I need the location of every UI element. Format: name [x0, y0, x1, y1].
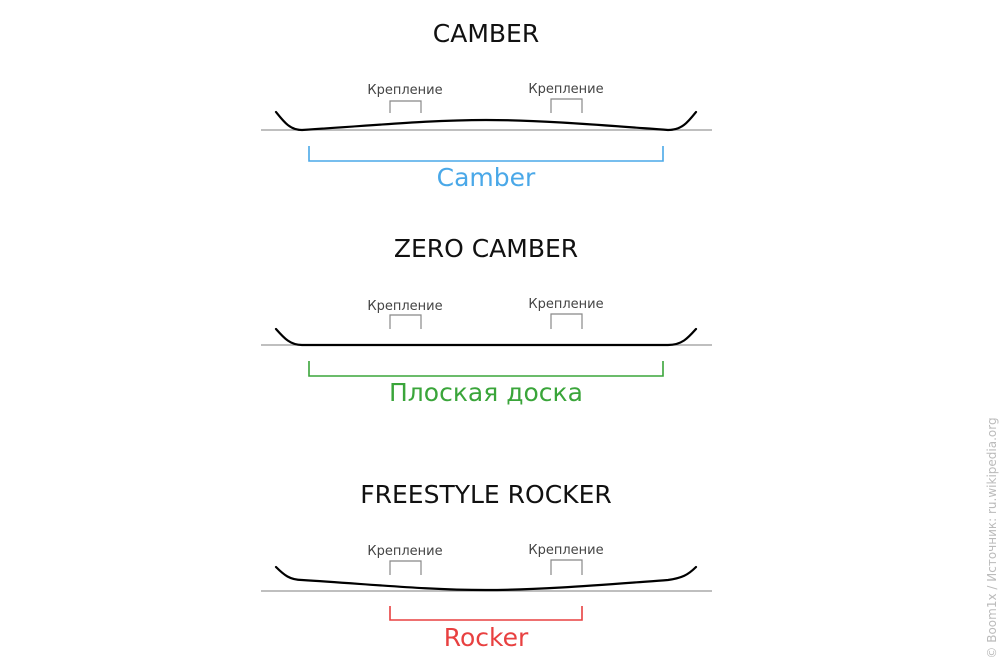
profile-bracket	[389, 606, 583, 621]
binding-left-label: Крепление	[367, 544, 442, 559]
board-profile-rocker	[274, 565, 698, 592]
profile-bracket	[308, 146, 664, 162]
profile-label: Camber	[437, 163, 536, 192]
profile-label: Плоская доска	[389, 378, 583, 407]
binding-right-marker	[550, 559, 583, 575]
binding-right-marker	[550, 98, 583, 113]
board-profile-camber	[274, 110, 698, 132]
credit-text: © Boom1x / Источник: ru.wikipedia.org	[985, 417, 999, 658]
binding-right-marker	[550, 313, 583, 329]
zero-camber-section: ZERO CAMBER Крепление Крепление Плоская …	[261, 234, 712, 407]
binding-left-label: Крепление	[367, 83, 442, 98]
binding-left-marker	[389, 100, 422, 113]
board-profile-zero-camber	[274, 327, 698, 347]
binding-right-label: Крепление	[528, 543, 603, 558]
section-title: ZERO CAMBER	[394, 234, 578, 263]
binding-left-label: Крепление	[367, 299, 442, 314]
binding-left-marker	[389, 560, 422, 575]
section-title: FREESTYLE ROCKER	[360, 480, 612, 509]
profile-label: Rocker	[444, 623, 529, 652]
binding-left-marker	[389, 314, 422, 329]
freestyle-rocker-section: FREESTYLE ROCKER Крепление Крепление Roc…	[261, 480, 712, 652]
camber-section: CAMBER Крепление Крепление Camber	[261, 19, 712, 192]
profile-bracket	[308, 361, 664, 377]
binding-right-label: Крепление	[528, 82, 603, 97]
binding-right-label: Крепление	[528, 297, 603, 312]
section-title: CAMBER	[433, 19, 539, 48]
